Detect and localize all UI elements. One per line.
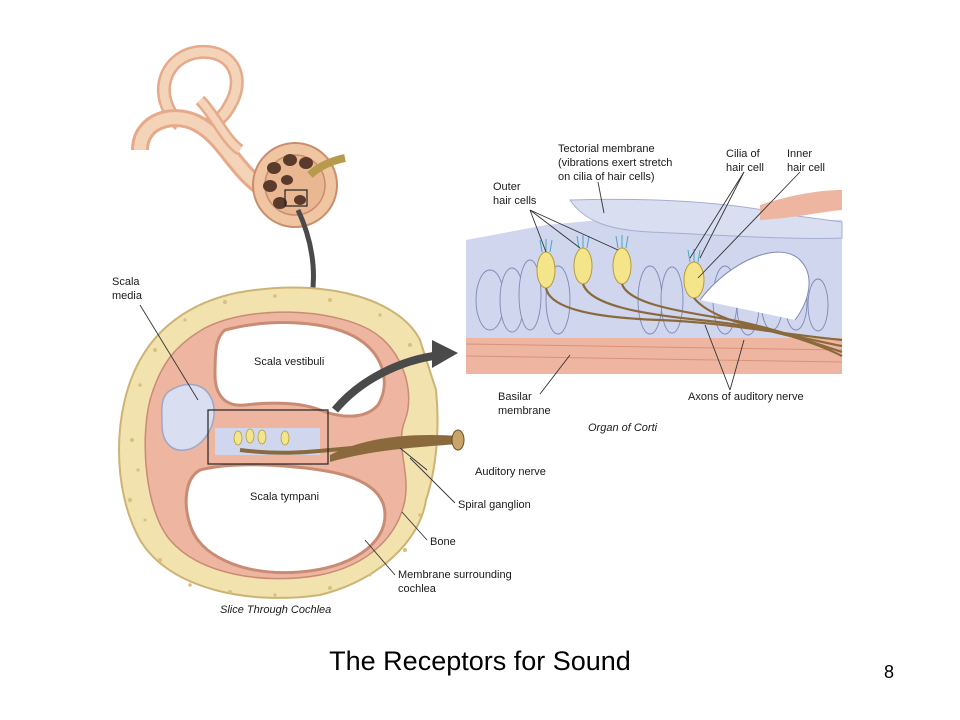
label-cilia-2: hair cell	[726, 162, 764, 174]
svg-text:Tectorial membrane(vibrations: Tectorial membrane (vibrations exert stre…	[558, 143, 672, 183]
label-inner-hair-cell-1: Inner	[787, 148, 812, 160]
label-spiral-ganglion: Spiral ganglion	[458, 499, 531, 511]
leader-lines	[139, 171, 801, 576]
slide-number: 8	[884, 662, 895, 682]
zoom-box-ear	[284, 189, 308, 207]
inner-ear-illustration	[131, 44, 346, 306]
label-tectorial-3: on cilia of hair cells)	[558, 171, 655, 183]
cochlea-cross-section	[118, 286, 465, 599]
label-cilia-1: Cilia of	[726, 148, 761, 160]
caption-slice-through-cochlea: Slice Through Cochlea	[220, 604, 331, 616]
label-scala-vestibuli: Scala vestibuli	[254, 356, 324, 368]
label-scala-media-2: media	[112, 290, 143, 302]
caption-organ-of-corti: Organ of Corti	[588, 422, 658, 434]
label-axons: Axons of auditory nerve	[688, 391, 804, 403]
label-bone: Bone	[430, 536, 456, 548]
label-outer-hair-cells-2: hair cells	[493, 195, 537, 207]
label-auditory-nerve: Auditory nerve	[475, 466, 546, 478]
label-basilar-2: membrane	[498, 405, 551, 417]
label-tectorial-2: (vibrations exert stretch	[558, 157, 672, 169]
label-membrane-2: cochlea	[398, 583, 437, 595]
label-basilar-1: Basilar	[498, 391, 532, 403]
label-outer-hair-cells-1: Outer	[493, 181, 521, 193]
zoom-box-corti	[207, 409, 329, 465]
label-scala-tympani: Scala tympani	[250, 491, 319, 503]
slide-title: The Receptors for Sound	[329, 646, 631, 676]
label-membrane-1: Membrane surrounding	[398, 569, 512, 581]
label-tectorial-1: Tectorial membrane	[558, 143, 655, 155]
label-scala-media-1: Scala	[112, 276, 140, 288]
bone-texture	[127, 294, 422, 597]
organ-of-corti-detail	[465, 190, 843, 374]
label-inner-hair-cell-2: hair cell	[787, 162, 825, 174]
